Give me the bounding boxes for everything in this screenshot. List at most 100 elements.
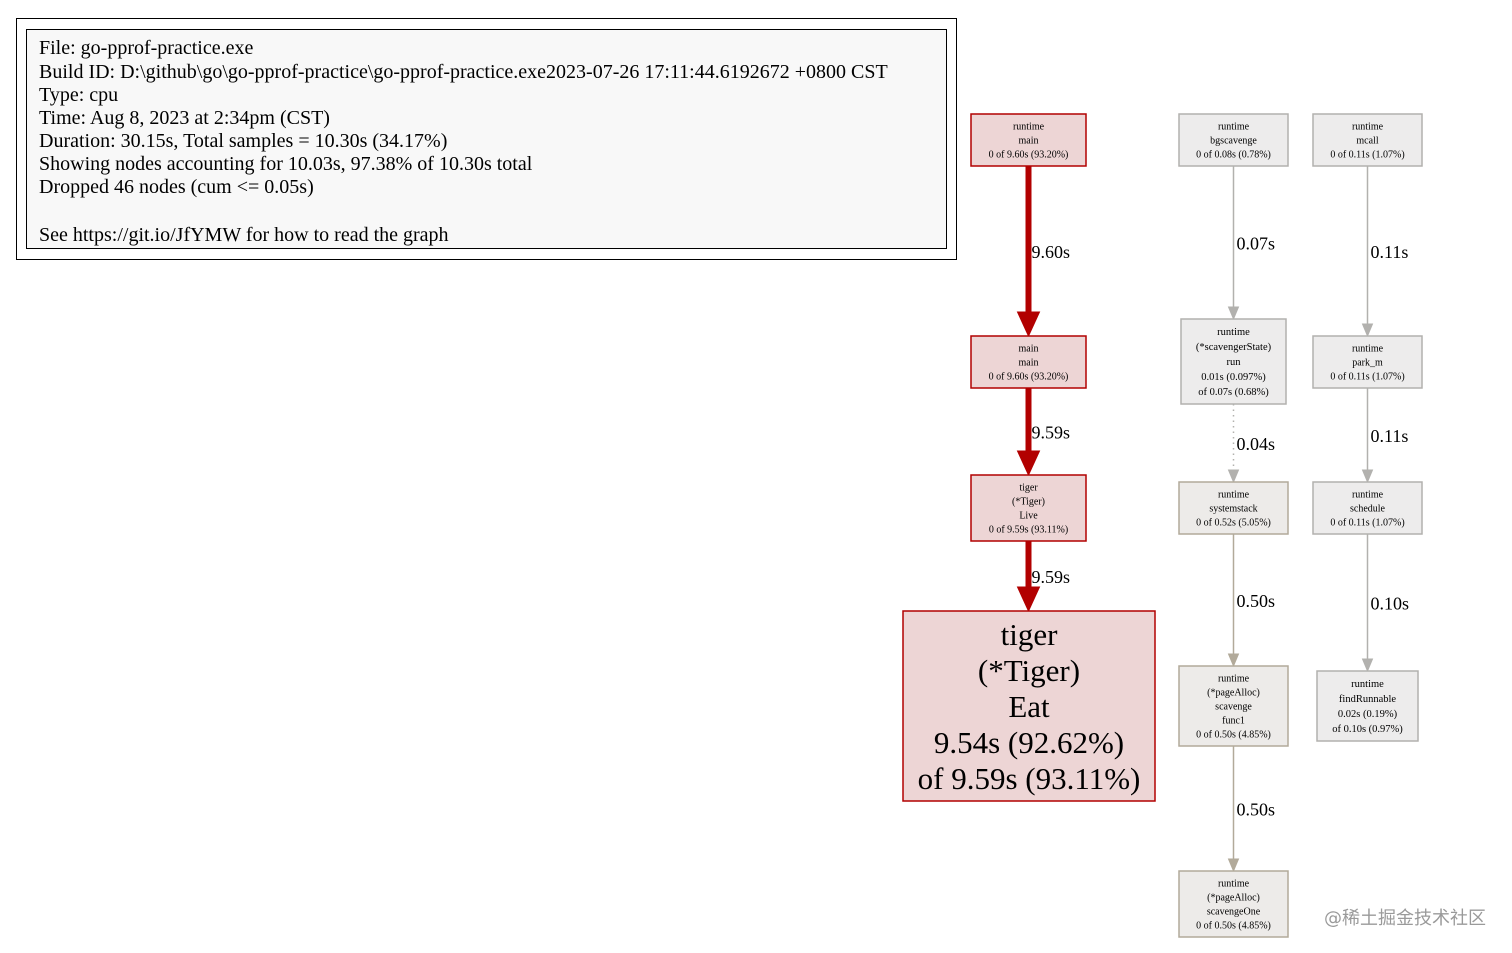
node-label-line: runtime (1352, 122, 1384, 133)
node-label-line: Live (1019, 511, 1038, 522)
node-label-line: runtime (1218, 879, 1250, 890)
edge-tiger_live-to-tiger_eat[interactable]: 9.59s (1016, 541, 1071, 613)
edge-main_main-to-tiger_live[interactable]: 9.59s (1016, 388, 1071, 477)
node-label-line: (*pageAlloc) (1207, 893, 1260, 904)
node-box (970, 113, 1087, 167)
node-runtime-park-m[interactable]: runtime park_m 0 of 0.11s (1.07%) (1312, 335, 1423, 389)
edge-runtime_mcall-to-runtime_park_m[interactable]: 0.11s (1361, 166, 1409, 338)
node-label-line: scavengeOne (1207, 907, 1261, 918)
node-runtime-pagealloc-scavengeone[interactable]: runtime (*pageAlloc) scavengeOne 0 of 0.50s… (1178, 870, 1289, 938)
edge-runtime_schedule-to-runtime_findrunnable[interactable]: 0.10s (1361, 534, 1410, 673)
edge-arrowhead (1227, 306, 1240, 321)
node-label-line: runtime (1351, 679, 1384, 690)
node-box (1178, 665, 1289, 747)
legend-dropped: Dropped 46 nodes (cum <= 0.05s) (39, 176, 314, 198)
edge-arrowhead (1361, 323, 1374, 338)
edge-runtime_bgscavenge-to-runtime_scavenger_run[interactable]: 0.07s (1227, 166, 1276, 321)
node-label-line: (*Tiger) (1012, 497, 1045, 508)
edge-arrowhead (1361, 658, 1374, 673)
node-label-line: 0 of 9.60s (93.20%) (989, 372, 1069, 383)
node-label-line: findRunnable (1339, 694, 1396, 705)
node-box (970, 335, 1087, 389)
node-label-line: runtime (1352, 490, 1384, 501)
node-label-line: of 9.59s (93.11%) (918, 761, 1141, 796)
legend-inner-box: File: go-pprof-practice.exe Build ID: D:… (26, 29, 947, 249)
node-label-line: main (1019, 358, 1039, 369)
node-label-line: 0.01s (0.097%) (1201, 372, 1266, 383)
edge-runtime_main-to-main_main[interactable]: 9.60s (1016, 166, 1071, 338)
legend-duration: Duration: 30.15s, Total samples = 10.30s… (39, 130, 448, 152)
node-label-line: 0.02s (0.19%) (1338, 709, 1398, 720)
legend-box: File: go-pprof-practice.exe Build ID: D:… (16, 18, 957, 260)
legend-type: Type: cpu (39, 84, 119, 106)
edge-label: 0.50s (1237, 800, 1276, 820)
node-label-line: (*pageAlloc) (1207, 688, 1260, 699)
node-label-line: runtime (1352, 344, 1384, 355)
edge-label: 9.59s (1032, 567, 1071, 587)
node-label-line: (*scavengerState) (1196, 342, 1272, 353)
node-label-line: Eat (1008, 689, 1050, 724)
node-main-main[interactable]: main main 0 of 9.60s (93.20%) (970, 335, 1087, 389)
edge-label: 9.59s (1032, 423, 1071, 443)
node-runtime-scavenger-run[interactable]: runtime (*scavengerState) run 0.01s (0.097%… (1180, 318, 1287, 405)
legend-showing: Showing nodes accounting for 10.03s, 97.… (39, 153, 533, 175)
node-label-line: func1 (1222, 716, 1245, 727)
edge-runtime_pagealloc_scavenge_func1-to-runtime_pagealloc_scavengeone[interactable]: 0.50s (1227, 746, 1276, 873)
node-box (1180, 318, 1287, 405)
edge-label: 0.04s (1237, 434, 1276, 454)
node-box (1316, 670, 1419, 742)
node-label-line: 0 of 0.11s (1.07%) (1330, 372, 1404, 383)
node-box (1178, 113, 1289, 167)
node-label-line: 0 of 9.60s (93.20%) (989, 150, 1069, 161)
node-label-line: of 0.10s (0.97%) (1332, 724, 1403, 735)
edge-label: 0.11s (1371, 426, 1409, 446)
node-label-line: 0 of 9.59s (93.11%) (989, 525, 1068, 536)
node-label-line: 0 of 0.11s (1.07%) (1330, 518, 1404, 529)
node-label-line: main (1019, 344, 1039, 355)
node-box (1178, 481, 1289, 535)
node-runtime-schedule[interactable]: runtime schedule 0 of 0.11s (1.07%) (1312, 481, 1423, 535)
node-box (902, 610, 1156, 802)
node-label-line: systemstack (1209, 504, 1257, 515)
node-tiger-live[interactable]: tiger (*Tiger) Live 0 of 9.59s (93.11%) (970, 474, 1087, 542)
edge-runtime_park_m-to-runtime_schedule[interactable]: 0.11s (1361, 388, 1409, 484)
node-label-line: 0 of 0.50s (4.85%) (1196, 921, 1271, 932)
edge-arrowhead (1227, 469, 1240, 484)
node-label-line: 0 of 0.08s (0.78%) (1196, 150, 1271, 161)
legend-build-id: Build ID: D:\github\go\go-pprof-practice… (39, 61, 888, 83)
node-label-line: tiger (1001, 617, 1058, 652)
node-label-line: mcall (1356, 136, 1378, 147)
node-label-line: runtime (1218, 122, 1250, 133)
edge-label: 0.10s (1371, 594, 1410, 614)
node-label-line: runtime (1218, 490, 1250, 501)
node-label-line: schedule (1350, 504, 1386, 515)
legend-see-link[interactable]: See https://git.io/JfYMW for how to read… (39, 224, 449, 246)
edge-arrowhead (1016, 450, 1041, 477)
node-label-line: tiger (1019, 483, 1038, 494)
node-label-line: 9.54s (92.62%) (934, 725, 1124, 760)
edge-arrowhead (1016, 586, 1041, 613)
node-label-line: of 0.07s (0.68%) (1198, 387, 1269, 398)
edge-label: 0.11s (1371, 242, 1409, 262)
edge-runtime_systemstack-to-runtime_pagealloc_scavenge_func1[interactable]: 0.50s (1227, 534, 1276, 668)
node-label-line: runtime (1217, 327, 1250, 338)
node-label-line: run (1227, 357, 1242, 368)
node-runtime-findrunnable[interactable]: runtime findRunnable 0.02s (0.19%) of 0.10s… (1316, 670, 1419, 742)
node-label-line: 0 of 0.11s (1.07%) (1330, 150, 1404, 161)
legend-file: File: go-pprof-practice.exe (39, 37, 254, 59)
node-label-line: park_m (1352, 358, 1383, 369)
node-label-line: main (1019, 136, 1039, 147)
edge-arrowhead (1227, 858, 1240, 873)
edge-runtime_scavenger_run-to-runtime_systemstack[interactable]: 0.04s (1227, 404, 1276, 484)
node-box (1312, 481, 1423, 535)
node-label-line: (*Tiger) (978, 653, 1080, 688)
node-label-line: runtime (1218, 674, 1250, 685)
edge-label: 9.60s (1032, 242, 1071, 262)
node-runtime-mcall[interactable]: runtime mcall 0 of 0.11s (1.07%) (1312, 113, 1423, 167)
